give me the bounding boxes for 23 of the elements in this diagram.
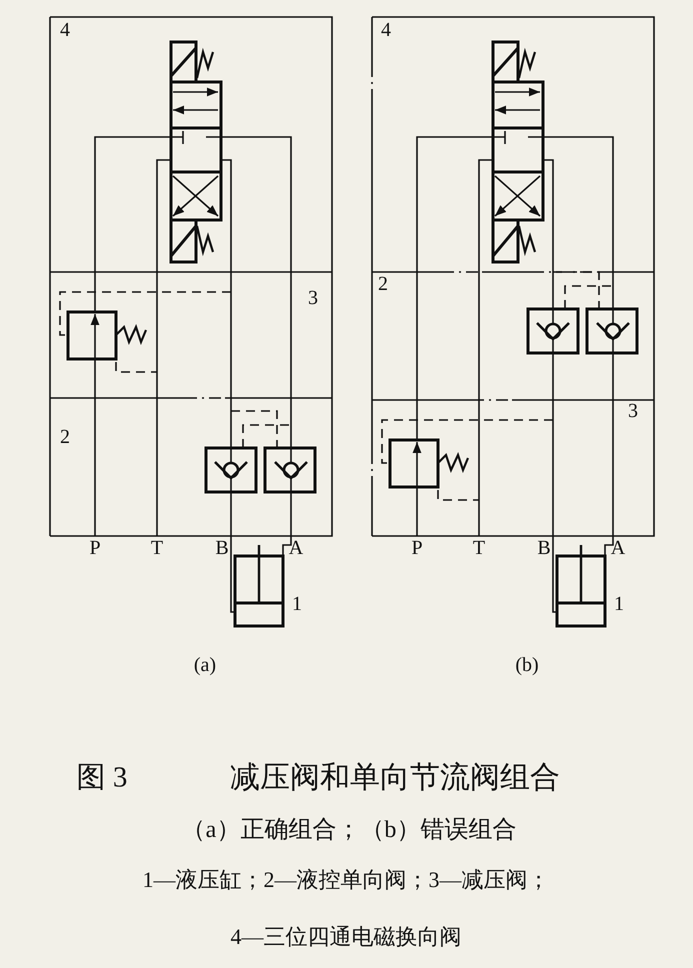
key-text: 4—三位四通电磁换向阀 [230, 926, 462, 948]
section-number: 3 [628, 401, 638, 421]
key-text: 1—液压缸；2—液控单向阀；3—减压阀； [142, 869, 550, 891]
port-label: P [89, 538, 101, 558]
section-number: 4 [381, 20, 391, 40]
port-label: B [537, 538, 551, 558]
section-number: 2 [60, 427, 70, 447]
port-label: P [411, 538, 423, 558]
port-label: T [150, 538, 164, 558]
section-number: 3 [308, 288, 318, 308]
port-label: A [288, 538, 304, 558]
panel-label: (b) [515, 655, 539, 675]
section-number: 4 [60, 20, 70, 40]
figure-title: 减压阀和单向节流阀组合 [230, 763, 560, 793]
section-number: 2 [378, 274, 388, 294]
port-label: A [610, 538, 626, 558]
figure-number: 图 3 [76, 764, 128, 792]
part-number: 1 [614, 594, 624, 614]
port-label: B [215, 538, 229, 558]
figure-caption: （a）正确组合；（b）错误组合 [182, 818, 516, 842]
part-number: 1 [292, 594, 302, 614]
port-label: T [472, 538, 486, 558]
panel-label: (a) [194, 655, 216, 675]
